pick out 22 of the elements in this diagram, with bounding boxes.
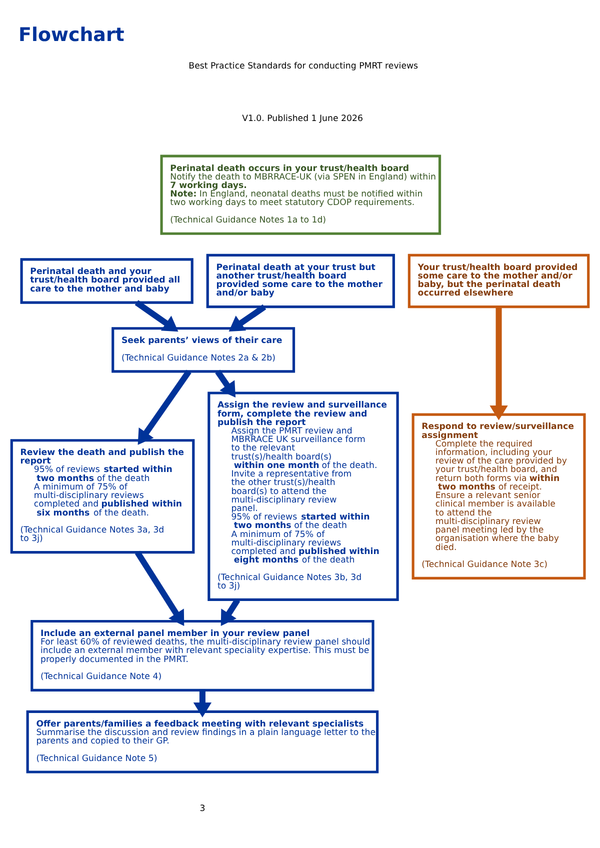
diagram-title: Flowchart <box>18 24 124 46</box>
node-box: Seek parents’ views of their care (Technical Guidance Notes 2a & 2b) <box>112 327 296 373</box>
arrow <box>193 690 212 718</box>
node-box: Perinatal death and your trust/health board provided all care to the mother and baby <box>20 258 194 304</box>
label: V1.0. Published 1 June 2026 <box>242 114 363 124</box>
arrow <box>134 550 184 626</box>
node-box: Perinatal death at your trust but another trust/health board provided some care to the mother and/or baby <box>206 254 395 308</box>
node-box: Include an external panel member in your review panel For least 60% of reviewed deaths, the multi-disciplinary review panel should include an external member with relevant speciality expertise. This must be properly documented in the PMRT. (Technical Guidance Note 4) <box>30 620 374 692</box>
node-box: Review the death and publish the report 95% of reviews started within two months of the death A minimum of 75% of multi-disciplinary reviews completed and published within six months of the death. (Technical Guidance Notes 3a, 3d to 3j) <box>10 439 195 554</box>
label: 3 <box>200 804 206 814</box>
arrow <box>215 370 236 398</box>
node-box: Respond to review/surveillance assignment Complete the required information, including your review of the care provided by your trust/health board, and return both forms via within two months of receipt. Ensure a relevant senior clinical member is available to attend the multi-disciplinary review panel meeting led by the organisation where the baby died. (Technical Guidance Note 3c) <box>412 413 586 580</box>
arrow <box>490 307 508 420</box>
node-box: Assign the review and surveillance form, complete the review and publish the report Assign the PMRT review and MBRRACE UK surveillance form to the relevant trust(s)/health board(s) within one month of the death. Invite a representative from the other trust(s)/health board(s) to attend the multi-disciplinary review panel. 95% of reviews started within two months of the death A minimum of 75% of multi-disciplinary reviews completed and published within eight months of the death (Technical Guidance Notes 3b, 3d to 3j) <box>208 392 399 602</box>
arrow <box>220 598 240 626</box>
node-box: Offer parents/families a feedback meeting with relevant specialists Summarise the discussion and review findings in a plain language letter to the parents and copied to their GP. (Technical Guidance Note 5) <box>26 710 379 774</box>
arrow <box>138 370 192 445</box>
arrow <box>134 300 178 332</box>
node-box: Your trust/health board provided some care to the mother and/or baby, but the perinatal death occurred elsewhere <box>408 254 590 308</box>
label: Best Practice Standards for conducting PMRT reviews <box>188 62 418 72</box>
arrow <box>228 304 266 332</box>
node-box: Perinatal death occurs in your trust/health board Notify the death to MBRRACE-UK (via SPEN in England) within 7 working days. Note: In England, neonatal deaths must be notified within two working days to meet statutory CDOP requirements. (Technical Guidance Notes 1a to 1d) <box>160 154 442 235</box>
